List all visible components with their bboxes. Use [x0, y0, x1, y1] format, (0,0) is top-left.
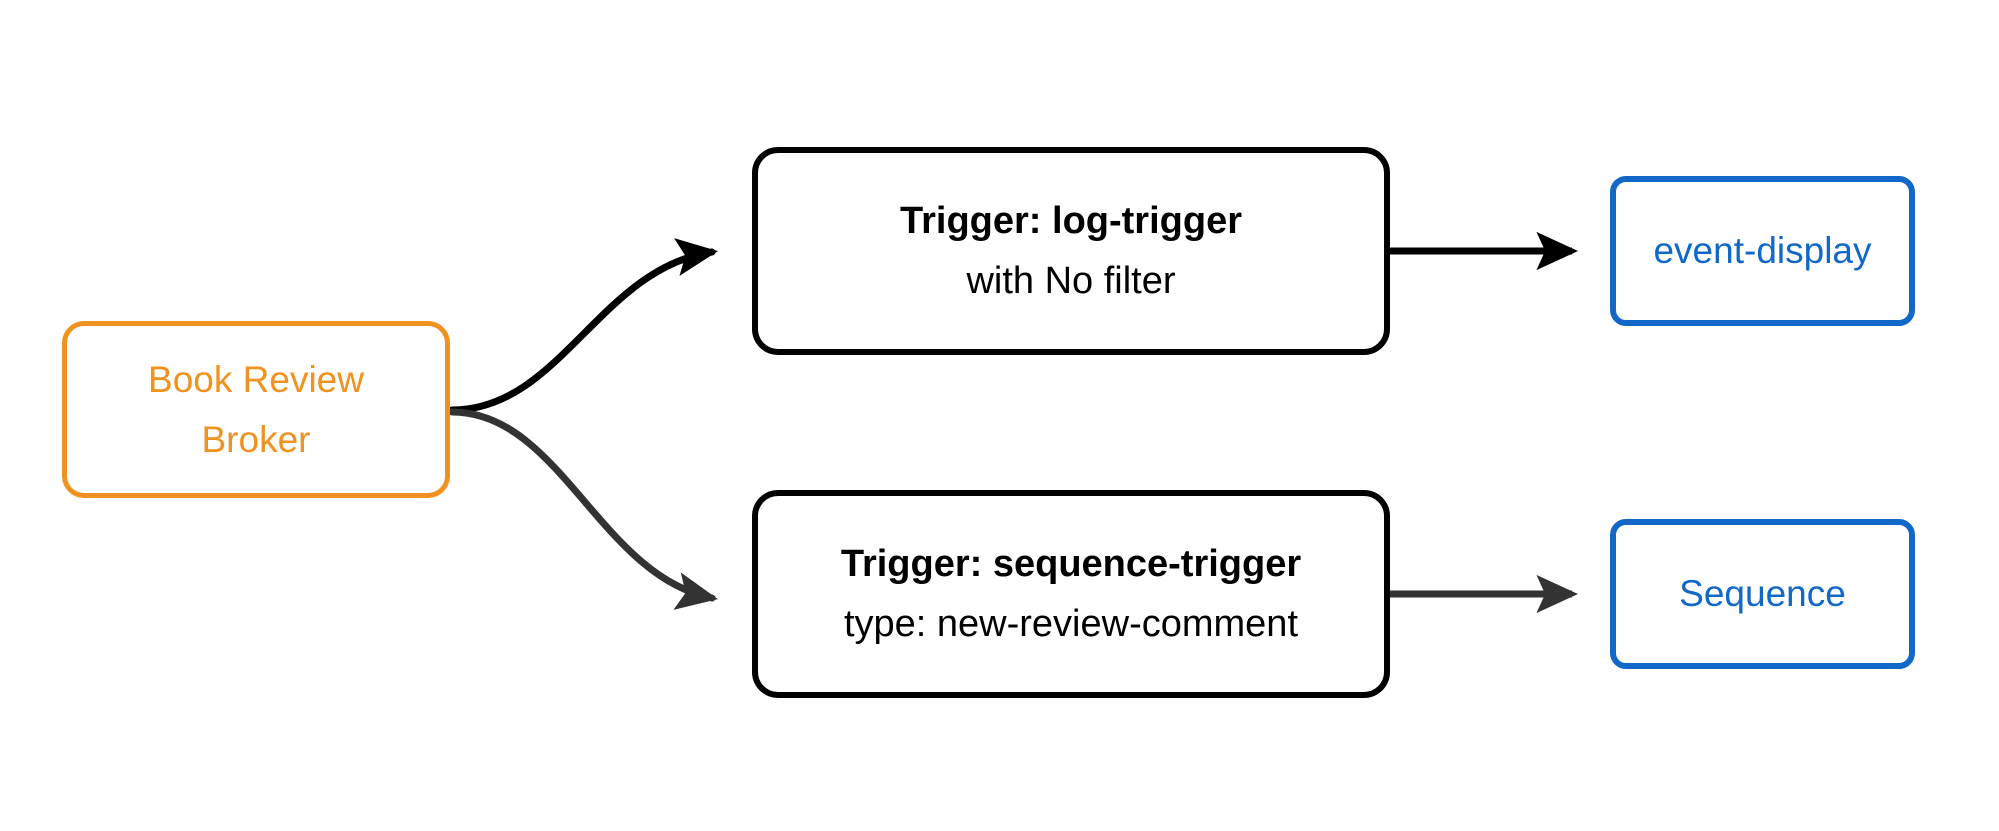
node-trigger-sequence-trigger[interactable]: Trigger: sequence-trigger type: new-revi…: [752, 490, 1390, 698]
sink-sequence-label: Sequence: [1679, 573, 1846, 614]
node-trigger-log-trigger[interactable]: Trigger: log-trigger with No filter: [752, 147, 1390, 355]
broker-label-line2: Broker: [201, 418, 311, 460]
broker-label-line1: Book Review: [148, 358, 364, 400]
trigger-log-filter: with No filter: [966, 260, 1176, 302]
node-book-review-broker[interactable]: Book Review Broker: [62, 321, 450, 498]
node-sink-event-display[interactable]: event-display: [1610, 176, 1915, 326]
node-sink-sequence[interactable]: Sequence: [1610, 519, 1915, 669]
edge-broker-to-sequence-trigger: [448, 408, 718, 610]
trigger-sequence-type: type: new-review-comment: [843, 603, 1299, 645]
trigger-sequence-title: Trigger: sequence-trigger: [840, 543, 1302, 585]
edge-broker-to-log-trigger: [448, 238, 719, 414]
sink-event-display-label: event-display: [1653, 230, 1872, 271]
trigger-log-title: Trigger: log-trigger: [900, 200, 1242, 242]
